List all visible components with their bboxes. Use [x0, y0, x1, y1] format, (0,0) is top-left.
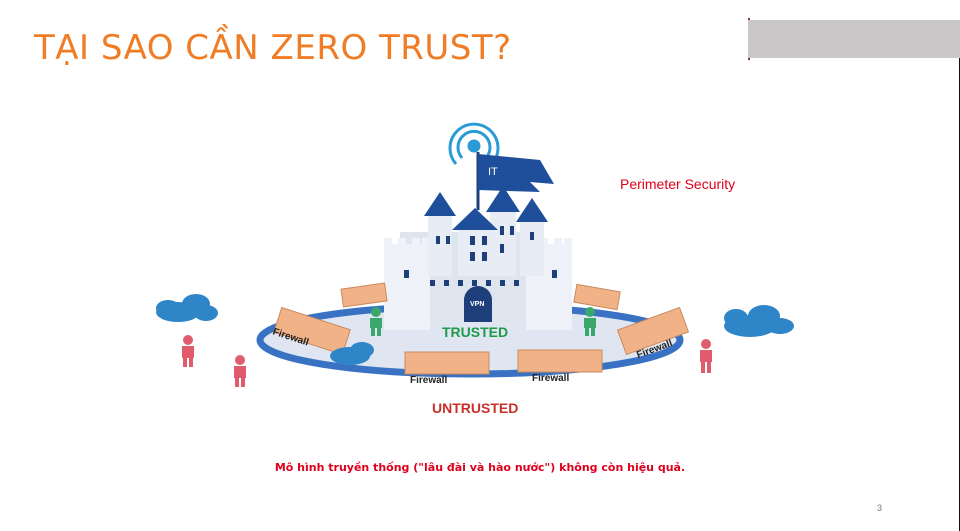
firewall-brick	[404, 351, 490, 375]
firewall-label: Firewall	[410, 375, 448, 386]
person-icon	[584, 307, 596, 336]
wifi-signal-icon	[448, 122, 500, 165]
slide-caption: Mô hình truyền thống ("lâu đài và hào nư…	[274, 461, 686, 474]
slide-title: TẠI SAO CẦN ZERO TRUST?	[34, 28, 512, 68]
untrusted-label: UNTRUSTED	[432, 400, 519, 416]
trusted-label: TRUSTED	[442, 324, 509, 340]
firewall-brick	[273, 306, 351, 356]
firewall-brick	[616, 306, 690, 356]
firewall-brick	[573, 283, 621, 311]
header-grey-bar	[748, 20, 960, 58]
page-number: 3	[877, 503, 883, 513]
person-icon	[370, 307, 382, 336]
person-icon	[700, 339, 712, 373]
person-icon	[234, 355, 246, 387]
vpn-gate	[464, 286, 492, 322]
firewall-brick	[517, 349, 603, 373]
perimeter-label: Perimeter Security	[620, 176, 736, 192]
firewall-brick	[340, 282, 388, 308]
flag-icon	[476, 152, 554, 210]
cloud-icon	[330, 342, 374, 365]
person-icon	[182, 335, 194, 367]
castle	[384, 186, 572, 330]
vpn-label: VPN	[470, 301, 485, 308]
firewall-label: Firewall	[532, 373, 570, 384]
flag-label: IT	[488, 166, 498, 178]
cloud-icon	[156, 294, 218, 322]
cloud-icon	[724, 305, 794, 337]
